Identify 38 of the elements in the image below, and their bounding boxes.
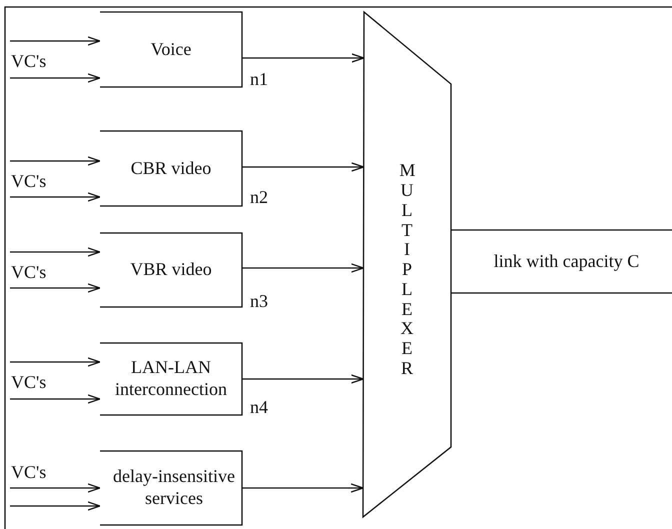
process-box bbox=[100, 232, 243, 308]
node-label: Voice bbox=[150, 38, 192, 60]
arrow bbox=[242, 263, 364, 273]
link-band bbox=[450, 229, 672, 294]
line-count-label: n1 bbox=[250, 70, 268, 88]
arrow bbox=[10, 394, 101, 404]
process-box bbox=[100, 342, 243, 416]
input-label: VC's bbox=[11, 172, 46, 190]
arrow bbox=[10, 483, 101, 493]
input-label: VC's bbox=[11, 463, 46, 481]
multiplexer-trapezoid bbox=[362, 10, 452, 518]
arrow bbox=[10, 247, 101, 257]
input-label: VC's bbox=[11, 373, 46, 391]
arrow bbox=[10, 156, 101, 166]
arrow bbox=[242, 162, 364, 172]
line-count-label: n2 bbox=[250, 188, 268, 206]
arrow bbox=[10, 36, 101, 46]
arrow bbox=[10, 192, 101, 202]
arrow bbox=[242, 374, 364, 384]
arrow bbox=[10, 283, 101, 293]
arrow bbox=[242, 483, 364, 493]
line-count-label: n4 bbox=[250, 398, 268, 416]
input-label: VC's bbox=[11, 263, 46, 281]
arrow bbox=[10, 357, 101, 367]
vertical-label: MULTIPLEXER bbox=[399, 161, 415, 379]
line-count-label: n3 bbox=[250, 292, 268, 310]
arrow bbox=[10, 501, 101, 511]
arrow bbox=[10, 73, 101, 83]
node-label: CBR video bbox=[130, 158, 212, 180]
node-label: delay-insensitive services bbox=[112, 466, 236, 510]
arrow bbox=[242, 53, 365, 63]
node-label: LAN-LAN interconnection bbox=[114, 357, 228, 401]
process-box bbox=[100, 11, 243, 88]
node-label: link with capacity C bbox=[494, 250, 640, 272]
input-label: VC's bbox=[11, 52, 46, 70]
process-box bbox=[100, 130, 243, 207]
node-label: VBR video bbox=[130, 259, 212, 281]
process-box bbox=[100, 450, 243, 526]
